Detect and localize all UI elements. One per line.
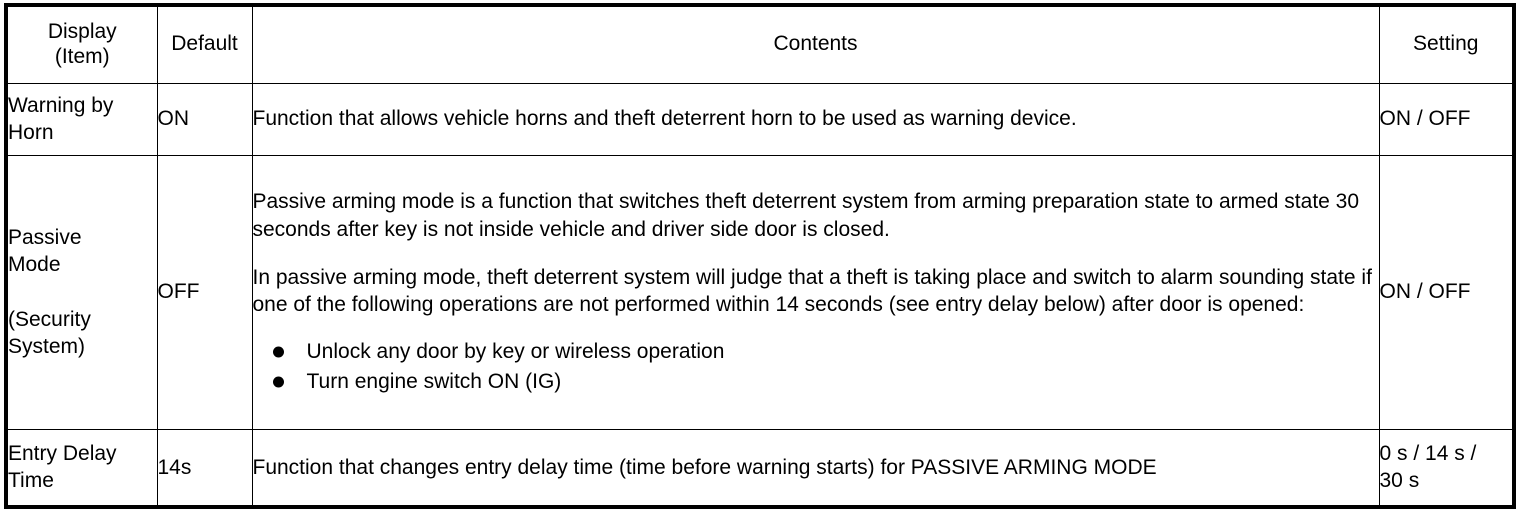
list-item-label: Turn engine switch ON (IG)	[306, 370, 562, 394]
setting-values: 0 s / 14 s / 30 s	[1380, 440, 1513, 495]
display-line-3	[8, 278, 157, 305]
cell-display-passive-mode: Passive Mode (Security System)	[5, 154, 158, 430]
cell-setting-entry-delay-time: 0 s / 14 s / 30 s	[1378, 428, 1515, 507]
table-header: Display (Item) Default Contents Setting	[5, 4, 1515, 84]
setting-line-1: 0 s / 14 s /	[1379, 441, 1477, 465]
column-header-display-line-2: (Item)	[54, 44, 110, 68]
bullet-dot-icon	[272, 376, 284, 388]
table-row: Passive Mode (Security System) OFF Passi…	[5, 154, 1515, 430]
list-item: Turn engine switch ON (IG)	[253, 367, 1379, 397]
display-line-1: Passive	[8, 225, 82, 249]
setting-line-1: ON / OFF	[1379, 280, 1471, 304]
setting-values: ON / OFF	[1380, 105, 1513, 132]
theft-deterrent-settings-table: Display (Item) Default Contents Setting	[4, 3, 1516, 509]
cell-contents-warning-by-horn: Function that allows vehicle horns and t…	[251, 82, 1380, 156]
cell-default-warning-by-horn: ON	[156, 82, 253, 156]
column-header-contents: Contents	[251, 4, 1380, 84]
display-line-1: Warning by	[8, 93, 114, 117]
contents-bullet-list: Unlock any door by key or wireless opera…	[253, 337, 1379, 398]
cell-display-warning-by-horn: Warning by Horn	[5, 82, 158, 156]
cell-setting-warning-by-horn: ON / OFF	[1378, 82, 1515, 156]
column-header-default: Default	[156, 4, 253, 84]
display-item-name: Passive Mode (Security System)	[8, 224, 157, 360]
contents-block: Passive arming mode is a function that s…	[253, 186, 1379, 397]
display-item-name: Entry Delay Time	[8, 440, 157, 495]
display-line-2: Horn	[8, 121, 54, 144]
display-item-name: Warning by Horn	[8, 92, 157, 147]
display-line-4: (Security	[8, 307, 91, 331]
column-header-contents-line-1: Contents	[773, 32, 858, 56]
cell-default-entry-delay-time: 14s	[156, 428, 253, 507]
cell-contents-entry-delay-time: Function that changes entry delay time (…	[251, 428, 1380, 507]
cell-default-passive-mode: OFF	[156, 154, 253, 430]
table-row: Warning by Horn ON Function that allows …	[5, 82, 1515, 156]
setting-line-1: ON / OFF	[1379, 107, 1471, 131]
cell-setting-passive-mode: ON / OFF	[1378, 154, 1515, 430]
table-header-row: Display (Item) Default Contents Setting	[5, 4, 1515, 84]
display-line-2: Time	[8, 469, 54, 493]
cell-display-entry-delay-time: Entry Delay Time	[5, 428, 158, 507]
column-header-default-line-1: Default	[171, 32, 238, 56]
table-body: Warning by Horn ON Function that allows …	[5, 82, 1515, 507]
column-header-display-line-1: Display	[47, 19, 117, 43]
display-line-5: System)	[8, 334, 86, 358]
setting-values: ON / OFF	[1380, 278, 1513, 305]
contents-paragraph: Passive arming mode is a function that s…	[252, 190, 1360, 241]
contents-paragraph: Function that changes entry delay time (…	[252, 455, 1157, 479]
bullet-dot-icon	[272, 346, 284, 358]
display-line-2: Mode	[8, 253, 61, 277]
table-row: Entry Delay Time 14s Function that chang…	[5, 428, 1515, 507]
display-line-1: Entry Delay	[8, 441, 117, 465]
contents-paragraph: Function that allows vehicle horns and t…	[252, 107, 1077, 131]
column-header-setting: Setting	[1378, 4, 1515, 84]
cell-contents-passive-mode: Passive arming mode is a function that s…	[251, 154, 1380, 430]
contents-paragraph: In passive arming mode, theft deterrent …	[252, 266, 1372, 317]
list-item: Unlock any door by key or wireless opera…	[253, 337, 1379, 367]
column-header-display: Display (Item)	[5, 4, 158, 84]
column-header-setting-line-1: Setting	[1413, 32, 1479, 56]
setting-line-2: 30 s	[1379, 469, 1420, 493]
list-item-label: Unlock any door by key or wireless opera…	[306, 339, 725, 363]
